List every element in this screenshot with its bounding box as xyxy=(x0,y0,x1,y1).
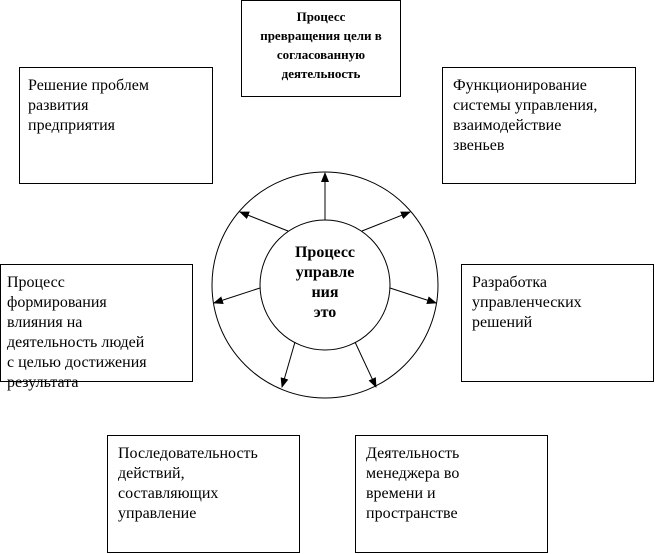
box-top-left-text: Решение проблем развития предприятия xyxy=(28,77,149,134)
box-action-sequence: Последовательность действий, составляющи… xyxy=(107,435,300,553)
box-problem-solving: Решение проблем развития предприятия xyxy=(19,67,213,184)
box-decision-development: Разработка управленческих решений xyxy=(461,264,654,382)
box-left-text: Процесс формирования влияния на деятельн… xyxy=(7,274,147,391)
arrow-left xyxy=(213,287,261,305)
box-right-text: Разработка управленческих решений xyxy=(472,274,582,331)
box-manager-activity: Деятельность менеджера во времени и прос… xyxy=(355,435,548,553)
box-bottom-right-text: Деятельность менеджера во времени и прос… xyxy=(366,445,460,522)
arrow-top-right xyxy=(361,211,411,232)
box-bottom-left-text: Последовательность действий, составляющи… xyxy=(118,445,258,522)
box-top-text: Процесс превращения цели в согласованную… xyxy=(260,9,382,81)
box-influence-formation: Процесс формирования влияния на деятельн… xyxy=(0,264,193,391)
box-top-right-text: Функционирование системы управления, вза… xyxy=(453,77,598,154)
arrows xyxy=(213,172,437,388)
arrow-right xyxy=(389,287,437,305)
arrow-top-left xyxy=(239,211,289,232)
center-process-label: Процесс управле ния это xyxy=(275,243,375,323)
box-system-functioning: Функционирование системы управления, вза… xyxy=(442,67,636,184)
arrow-bottom-right xyxy=(354,341,377,388)
box-goal-transformation: Процесс превращения цели в согласованную… xyxy=(241,0,401,97)
arrow-bottom-left xyxy=(280,341,296,388)
center-text: Процесс управле ния это xyxy=(294,244,356,321)
